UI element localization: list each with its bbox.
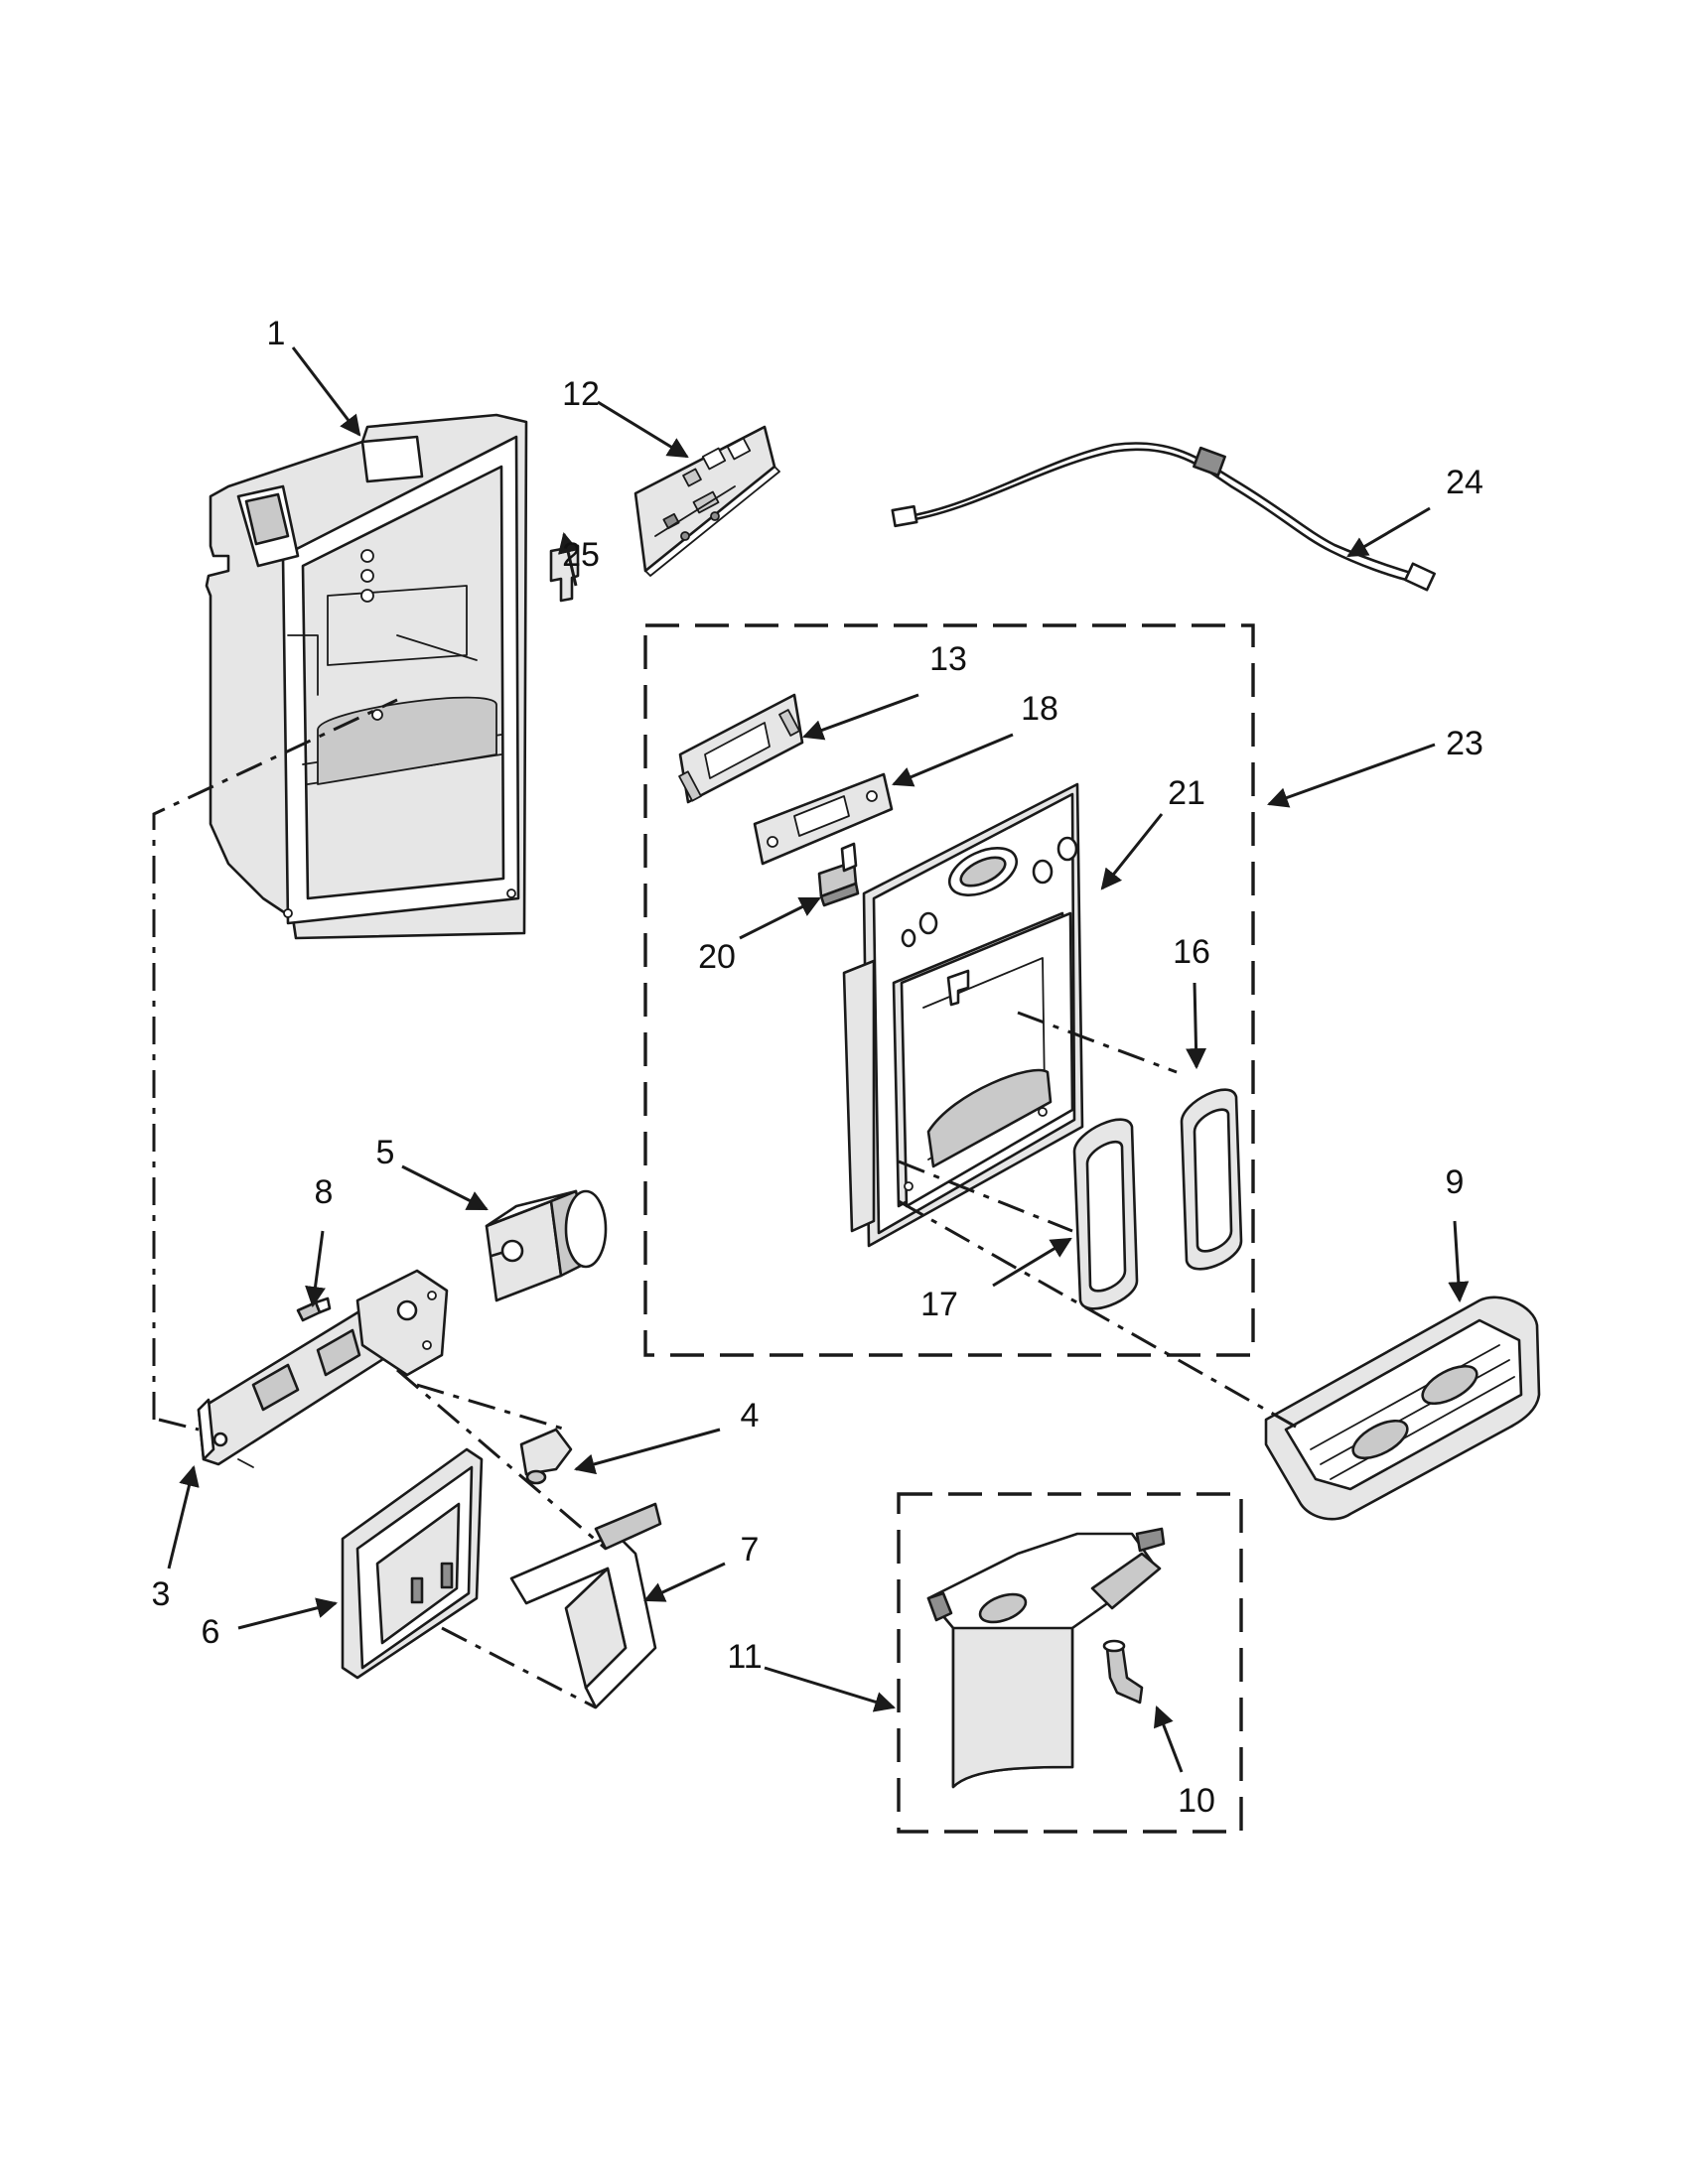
callout-13: 13 [929,640,967,678]
callout-7: 7 [741,1531,760,1569]
dispenser-front-assembly-box [643,623,1255,1357]
part-6-dispenser-paddle [341,1447,484,1680]
part-18-gasket-plate [753,772,894,866]
callout-labels: 1 3 4 5 6 7 8 9 10 11 12 13 16 17 18 20 … [152,315,1483,1820]
motor-mount-bracket [355,1269,449,1377]
part-12-control-board [633,425,780,577]
part-1-dispenser-housing [205,413,528,940]
callout-21: 21 [1168,774,1205,812]
callout-24: 24 [1446,464,1483,501]
part-13-switch-plate [678,693,804,804]
callout-23: 23 [1446,725,1483,762]
callout-18: 18 [1021,690,1058,728]
callout-3: 3 [152,1575,171,1613]
callout-5: 5 [376,1134,395,1171]
part-10-elbow-fitting [1102,1639,1144,1705]
part-11-ice-chute [926,1527,1166,1789]
callout-8: 8 [315,1173,334,1211]
callout-16: 16 [1173,933,1210,971]
part-7-ice-paddle [509,1502,662,1709]
callout-12: 12 [562,375,600,413]
part-20-microswitch [817,842,860,907]
part-9-drip-tray [1264,1296,1541,1521]
part-21-dispenser-front [842,782,1084,1248]
callout-leaders [167,346,1470,1773]
part-3-lever-housing [197,1298,399,1468]
part-16-dispenser-pad [1180,1088,1243,1271]
callout-20: 20 [698,938,736,976]
part-5-motor [485,1189,608,1302]
part-4-cam [519,1428,573,1485]
callout-10: 10 [1178,1782,1215,1820]
callout-11: 11 [727,1638,762,1676]
callout-25: 25 [562,536,600,574]
part-24-wire-harness [891,442,1436,592]
callout-1: 1 [267,315,286,352]
alignment-lines [152,698,1302,1709]
chute-assembly-box [897,1492,1243,1834]
callout-9: 9 [1446,1163,1465,1201]
callout-6: 6 [202,1613,220,1651]
part-17-dispenser-pad [1072,1118,1139,1310]
callout-4: 4 [741,1397,760,1434]
callout-17: 17 [920,1286,958,1323]
